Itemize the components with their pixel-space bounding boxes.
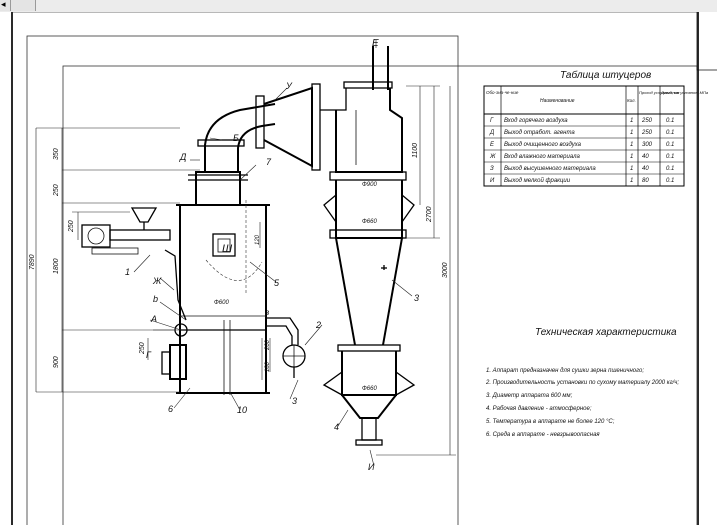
label-Zh: Ж <box>152 276 162 286</box>
dim-180: 180 <box>265 361 271 372</box>
label-I: И <box>368 462 375 472</box>
table-cell: 1 <box>630 142 633 148</box>
dim-200: 200 <box>265 339 271 351</box>
table-cell: Вход горячего воздуха <box>504 118 568 124</box>
table-cell: 40 <box>642 154 649 160</box>
dim-f900: Ф900 <box>362 182 377 188</box>
table-cell: 80 <box>642 178 649 184</box>
dim-350: 350 <box>53 148 60 160</box>
dim-900: 900 <box>53 356 60 368</box>
tech-item: 5. Температура в аппарате не более 120 °… <box>486 419 615 425</box>
label-A: А <box>150 314 157 324</box>
table-cell: 1 <box>630 154 633 160</box>
dim-f600: Ф600 <box>214 300 229 306</box>
table-cell: 0.1 <box>666 142 674 148</box>
dim-3000: 3000 <box>442 262 449 278</box>
number-6: 6 <box>168 404 173 414</box>
dim-250c: 250 <box>139 342 146 355</box>
nozzle-col-header: Давление условное, МПа <box>660 90 709 95</box>
table-cell: 1 <box>630 130 633 136</box>
number-3: 3 <box>292 396 297 406</box>
table-cell: 300 <box>642 142 653 148</box>
dim-1100: 1100 <box>412 143 419 158</box>
dimension-lines <box>35 85 456 456</box>
table-cell: 250 <box>641 118 653 124</box>
label-b: b <box>153 294 158 304</box>
table-cell: Выход высушенного материала <box>504 166 596 172</box>
left-panel <box>0 12 13 525</box>
number-5: 5 <box>274 278 280 288</box>
label-v: в <box>265 308 269 317</box>
number-2: 2 <box>315 320 321 330</box>
dryer-apparatus <box>81 83 321 395</box>
table-cell: 0.1 <box>666 178 674 184</box>
dim-120: 120 <box>255 234 261 245</box>
dim-250: 250 <box>53 184 60 197</box>
table-cell: 40 <box>642 166 649 172</box>
right-panel <box>697 12 717 525</box>
label-G: Г <box>146 350 152 360</box>
back-arrow-icon: ◂ <box>1 0 6 9</box>
table-cell: Выход очищенного воздуха <box>504 142 582 148</box>
number-4: 4 <box>334 422 339 432</box>
label-D: Д <box>179 152 187 162</box>
nozzle-col-header: Кол. <box>627 98 636 103</box>
table-cell: Г <box>490 118 494 124</box>
table-cell: 0.1 <box>666 166 674 172</box>
tech-item: 1. Аппарат предназначен для сушки зерна … <box>486 368 644 374</box>
table-cell: 1 <box>630 166 633 172</box>
number-7: 7 <box>266 157 272 167</box>
inner-frame <box>62 65 698 525</box>
table-cell: Е <box>490 142 495 148</box>
table-cell: И <box>490 178 495 184</box>
table-cell: 250 <box>641 130 653 136</box>
table-cell: Д <box>489 130 495 136</box>
toolbar-button[interactable] <box>11 0 36 11</box>
label-B: Б <box>233 133 239 143</box>
nozzle-col-header: Проход условный, мм <box>639 90 680 95</box>
number-10: 10 <box>237 405 247 415</box>
table-cell: Ж <box>489 154 496 160</box>
table-cell: 0.1 <box>666 130 674 136</box>
nozzle-table <box>483 85 685 187</box>
nozzle-col-header: Наименование <box>540 98 575 104</box>
cyclone-apparatus <box>320 46 416 446</box>
dim-7890: 7890 <box>29 254 36 270</box>
dim-f660: Ф660 <box>362 219 377 225</box>
tech-item: 2. Производительность установки по сухом… <box>485 380 679 386</box>
table-cell: Вход влажного материала <box>504 154 580 160</box>
toolbar-button[interactable]: ◂ <box>0 0 11 11</box>
table-cell: 0.1 <box>666 118 674 124</box>
label-U: У <box>285 81 293 91</box>
table-cell: Выход отработ. агента <box>504 130 575 136</box>
label-Sh: Ш <box>222 243 233 255</box>
tech-item: 3. Диаметр аппарата 600 мм; <box>486 393 573 399</box>
number-3-cyclone: 3 <box>414 293 419 303</box>
dim-2700: 2700 <box>426 206 433 223</box>
number-1: 1 <box>125 267 130 277</box>
toolbar: ◂ <box>0 0 717 13</box>
table-cell: 1 <box>630 178 633 184</box>
nozzle-col-header: Обо-зна-че-ние <box>486 90 519 95</box>
dim-f660b: Ф660 <box>362 386 377 392</box>
table-cell: Выход мелкой фракции <box>504 177 571 184</box>
tech-item: 4. Рабочая давление - атмосферное; <box>486 406 592 412</box>
leader-lines <box>133 40 413 467</box>
tech-item: 6. Среда в аппарате - невзрывоопасная <box>486 432 600 438</box>
nozzle-table-title: Таблица штуцеров <box>560 69 651 81</box>
table-cell: 1 <box>630 118 633 124</box>
frame-corner <box>696 12 717 71</box>
outer-frame <box>26 35 459 525</box>
dim-250b: 250 <box>68 220 75 233</box>
tech-title: Техническая характеристика <box>535 327 677 338</box>
dim-1800: 1800 <box>53 258 60 274</box>
table-cell: 0.1 <box>666 154 674 160</box>
label-E: Е <box>372 38 379 49</box>
table-cell: З <box>490 166 494 172</box>
